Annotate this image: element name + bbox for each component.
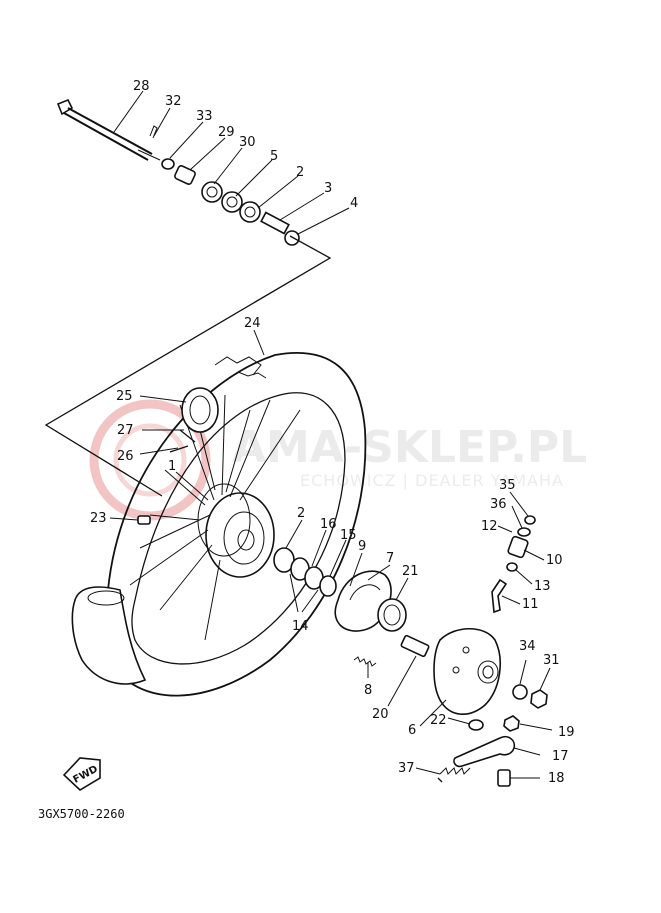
assembly-outline xyxy=(44,235,332,497)
callout: 1 xyxy=(168,459,176,474)
callouts: 28 32 33 29 30 5 2 3 4 24 25 27 26 1 23 … xyxy=(90,79,575,786)
axle-bolt xyxy=(56,98,161,161)
callout: 22 xyxy=(430,713,447,728)
callout: 15 xyxy=(340,528,357,543)
callout: 13 xyxy=(534,579,551,594)
callout: 4 xyxy=(350,196,358,211)
callout: 35 xyxy=(499,478,516,493)
callout: 5 xyxy=(270,149,278,164)
callout: 6 xyxy=(408,723,416,738)
callout: 10 xyxy=(546,553,563,568)
callout: 17 xyxy=(552,749,569,764)
callout: 23 xyxy=(90,511,107,526)
wheel xyxy=(71,351,367,697)
callout: 25 xyxy=(116,389,133,404)
fwd-badge: FWD xyxy=(62,757,101,791)
watermark-subtitle: ECHOWICZ | DEALER YAMAHA xyxy=(300,471,564,490)
callout: 31 xyxy=(543,653,560,668)
callout: 18 xyxy=(548,771,565,786)
callout: 32 xyxy=(165,94,182,109)
callout: 21 xyxy=(402,564,419,579)
callout: 2 xyxy=(297,506,305,521)
callout: 36 xyxy=(490,497,507,512)
leader-lines xyxy=(109,90,553,779)
callout: 37 xyxy=(398,761,415,776)
callout: 33 xyxy=(196,109,213,124)
brake-assembly xyxy=(273,515,548,787)
callout: 34 xyxy=(519,639,536,654)
axle-assembly xyxy=(56,98,300,246)
callout: 24 xyxy=(244,316,261,331)
callout: 19 xyxy=(558,725,575,740)
callout: 20 xyxy=(372,707,389,722)
watermark-title: AMA-SKLEP.PL xyxy=(232,422,587,473)
callout: 14 xyxy=(292,619,309,634)
callout: 3 xyxy=(324,181,332,196)
callout: 29 xyxy=(218,125,235,140)
callout: 9 xyxy=(358,539,366,554)
callout: 28 xyxy=(133,79,150,94)
callout: 12 xyxy=(481,519,498,534)
callout: 26 xyxy=(117,449,134,464)
brake-plate xyxy=(433,628,501,715)
callout: 11 xyxy=(522,597,539,612)
diagram-code: 3GX5700-2260 xyxy=(38,807,125,821)
callout: 2 xyxy=(296,165,304,180)
cam-lever xyxy=(453,735,516,768)
callout: 16 xyxy=(320,517,337,532)
callout: 8 xyxy=(364,683,372,698)
spokes xyxy=(129,394,301,641)
callout: 7 xyxy=(386,551,394,566)
callout: 30 xyxy=(239,135,256,150)
callout: 27 xyxy=(117,423,134,438)
